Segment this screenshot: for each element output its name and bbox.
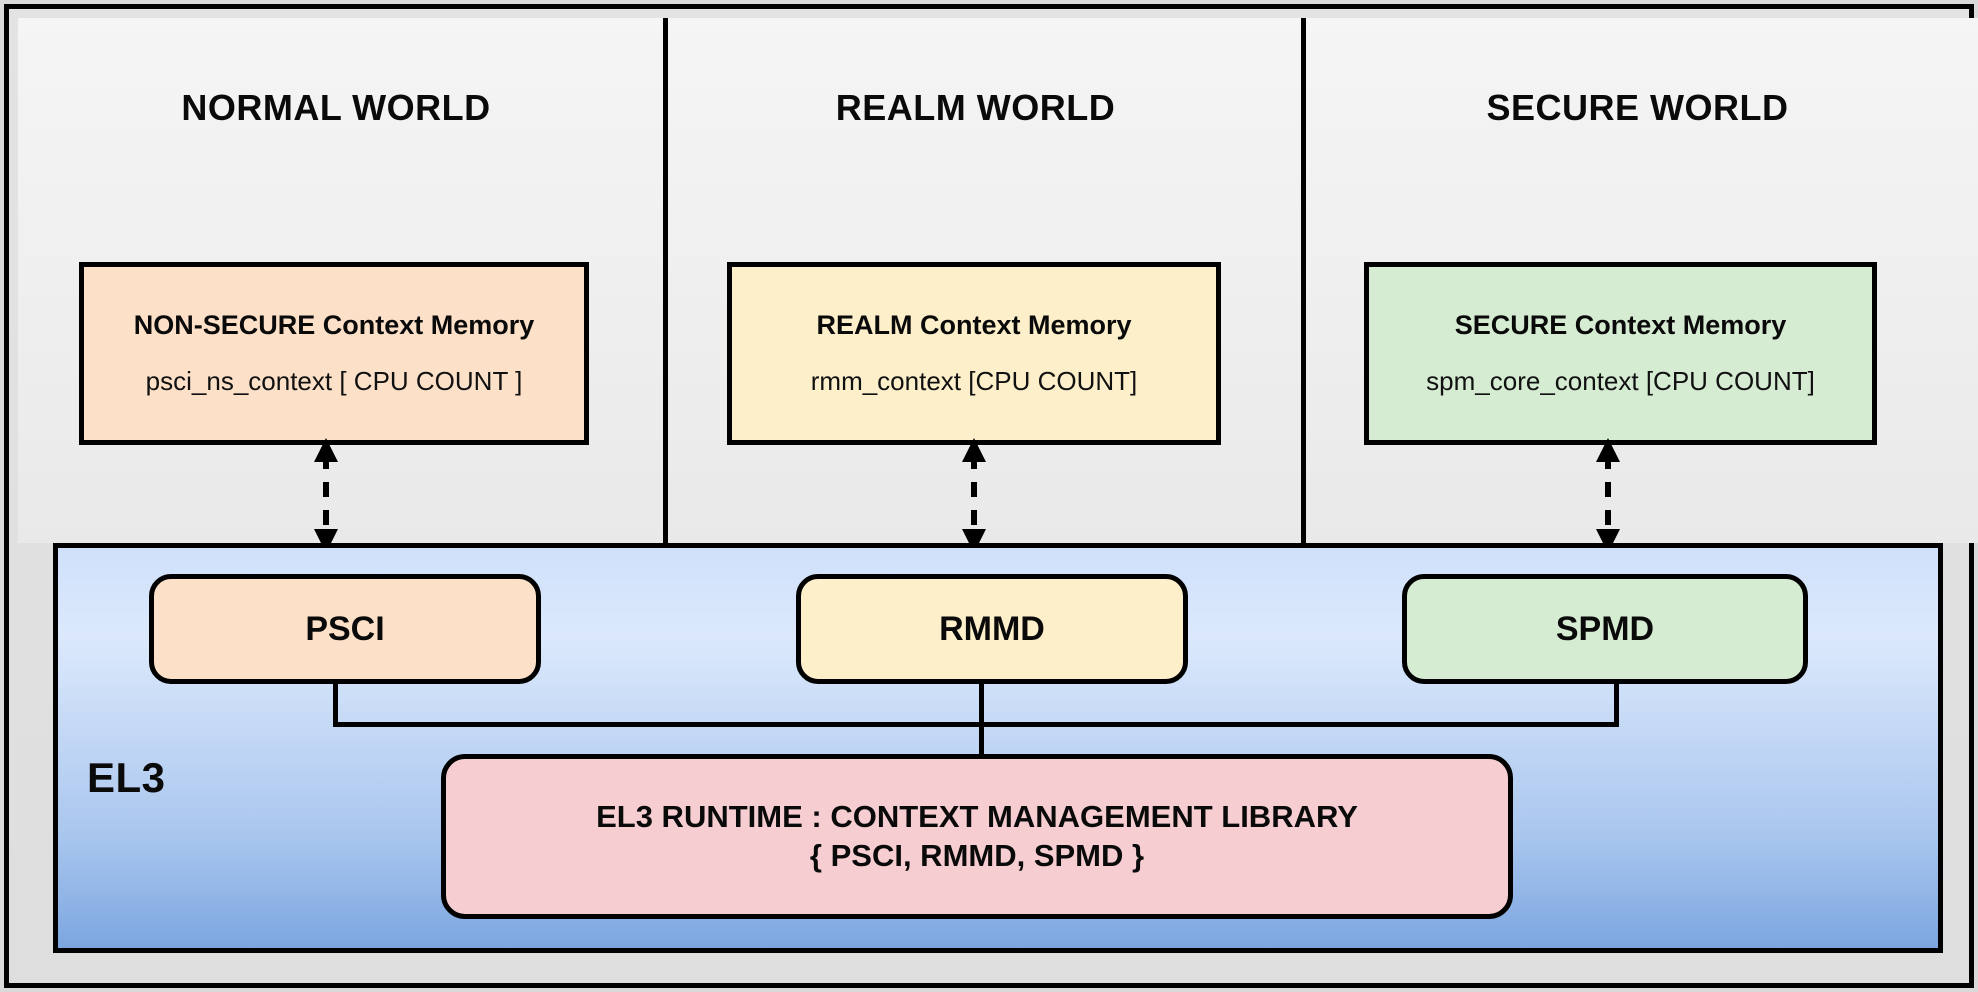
world-divider-1 <box>663 18 668 543</box>
dispatcher-box-rmmd[interactable]: RMMD <box>796 574 1188 684</box>
dashed-link-arrow-realm <box>962 438 986 553</box>
outer-frame: NORMAL WORLD REALM WORLD SECURE WORLD NO… <box>4 4 1978 988</box>
connector-stub-rmmd <box>979 684 984 726</box>
el3-runtime-library-box[interactable]: EL3 RUNTIME : CONTEXT MANAGEMENT LIBRARY… <box>441 754 1513 919</box>
world-title-normal: NORMAL WORLD <box>181 87 491 128</box>
connector-drop-to-runtime <box>979 722 984 758</box>
connector-stub-spmd <box>1614 684 1619 726</box>
dispatcher-box-psci[interactable]: PSCI <box>149 574 541 684</box>
context-memory-box-realm: REALM Context Memory rmm_context [CPU CO… <box>727 262 1221 445</box>
world-title-realm: REALM WORLD <box>835 87 1116 128</box>
dashed-link-arrow-normal <box>314 438 338 553</box>
world-title-secure: SECURE WORLD <box>1486 87 1789 128</box>
context-memory-title-secure: SECURE Context Memory <box>1454 310 1787 341</box>
context-memory-box-non-secure: NON-SECURE Context Memory psci_ns_contex… <box>79 262 589 445</box>
runtime-title-line-1: EL3 RUNTIME : CONTEXT MANAGEMENT LIBRARY <box>596 798 1358 834</box>
connector-horizontal-bus <box>333 722 1619 727</box>
world-divider-2 <box>1301 18 1306 543</box>
context-memory-subtitle-secure: spm_core_context [CPU COUNT] <box>1426 366 1815 397</box>
context-memory-subtitle-realm: rmm_context [CPU COUNT] <box>810 366 1138 397</box>
connector-stub-psci <box>333 684 338 726</box>
context-memory-title-realm: REALM Context Memory <box>816 310 1132 341</box>
context-memory-box-secure: SECURE Context Memory spm_core_context [… <box>1364 262 1877 445</box>
context-memory-title-non-secure: NON-SECURE Context Memory <box>133 310 535 341</box>
dispatcher-box-spmd[interactable]: SPMD <box>1402 574 1808 684</box>
dashed-link-arrow-secure <box>1596 438 1620 553</box>
el3-label: EL3 <box>87 754 166 801</box>
runtime-title-line-2: { PSCI, RMMD, SPMD } <box>809 837 1145 873</box>
context-memory-subtitle-non-secure: psci_ns_context [ CPU COUNT ] <box>145 366 523 397</box>
